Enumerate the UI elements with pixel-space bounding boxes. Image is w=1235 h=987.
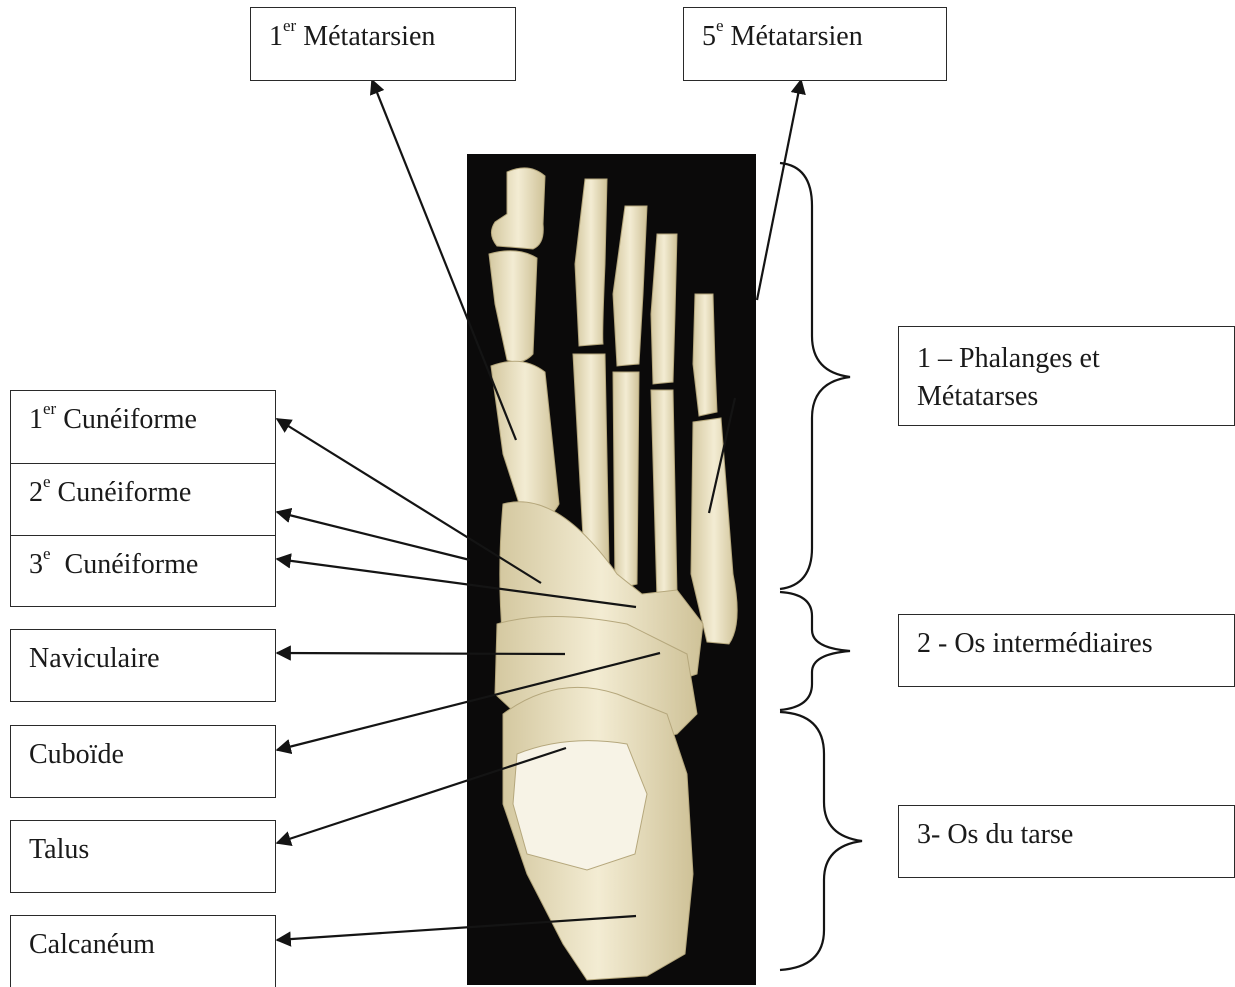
- leader-cuboid: [277, 653, 660, 750]
- leader-talus: [277, 748, 566, 843]
- label-navicular: Naviculaire: [10, 629, 276, 702]
- label-group-tarsal-bones: 3- Os du tarse: [898, 805, 1235, 878]
- brace-group-1: [780, 163, 850, 589]
- leader-fifth-metatarsal-inner: [709, 398, 735, 513]
- label-calcaneus: Calcanéum: [10, 915, 276, 987]
- label-cuboid: Cuboïde: [10, 725, 276, 798]
- label-fifth-metatarsal: 5e Métatarsien: [683, 7, 947, 81]
- label-first-metatarsal: 1er Métatarsien: [250, 7, 516, 81]
- leader-cuneiform-3: [277, 559, 636, 607]
- brace-group-3: [780, 712, 862, 970]
- leader-fifth-metatarsal: [757, 80, 801, 300]
- leader-first-metatarsal: [372, 80, 516, 440]
- brace-group-2: [780, 592, 850, 710]
- leader-cuneiform-1: [277, 419, 541, 583]
- leader-navicular: [277, 653, 565, 654]
- label-cuneiform-1: 1er Cunéiforme: [10, 390, 276, 464]
- label-cuneiform-3: 3e Cunéiforme: [10, 535, 276, 607]
- leader-calcaneus: [277, 916, 636, 940]
- label-group-intermediate-bones: 2 - Os intermédiaires: [898, 614, 1235, 687]
- label-talus: Talus: [10, 820, 276, 893]
- leader-cuneiform-2: [277, 512, 470, 560]
- label-cuneiform-2: 2e Cunéiforme: [10, 463, 276, 536]
